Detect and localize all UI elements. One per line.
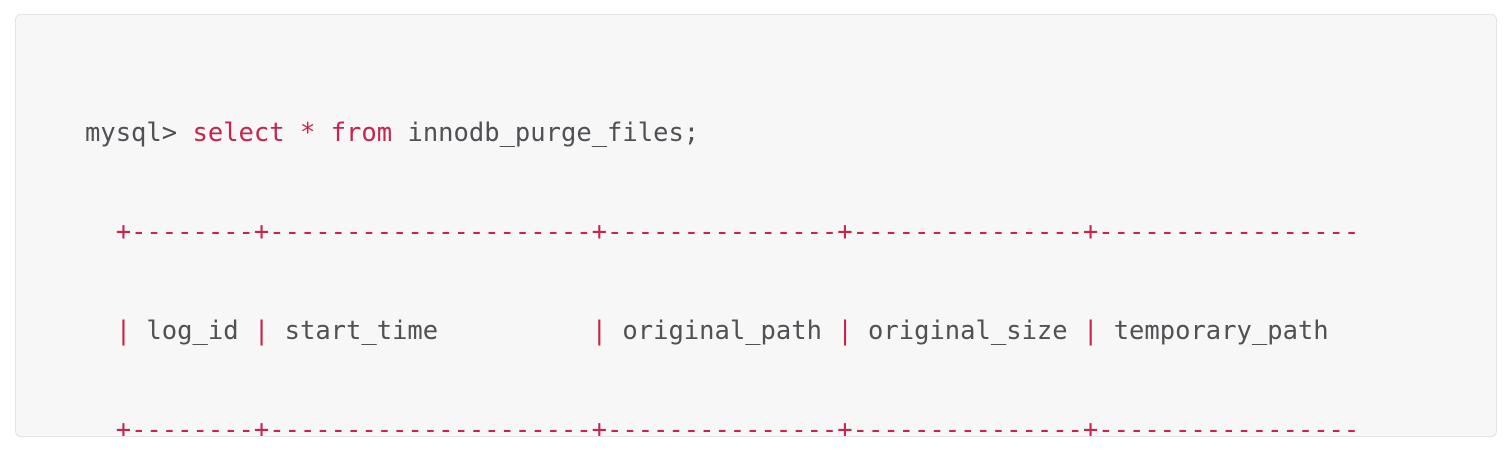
sql-table-name: innodb_purge_files; xyxy=(407,117,700,148)
header-cell-log-id: log_id xyxy=(131,315,254,346)
terminal-line-rule-mid: +--------+---------------------+--------… xyxy=(85,406,1496,437)
header-pipe-4: | xyxy=(1082,315,1099,346)
terminal-line-header: | log_id | start_time | original_path | … xyxy=(85,307,1496,357)
space xyxy=(285,118,300,148)
header-pipe-0: | xyxy=(115,315,132,346)
code-block-scroll-area[interactable]: mysql> select * from innodb_purge_files;… xyxy=(16,15,1496,437)
mysql-prompt: mysql> xyxy=(85,117,178,148)
terminal-output: mysql> select * from innodb_purge_files;… xyxy=(16,15,1496,437)
header-pipe-1: | xyxy=(253,315,270,346)
sql-keyword-from: from xyxy=(330,117,393,148)
terminal-line-rule-top: +--------+---------------------+--------… xyxy=(85,208,1496,258)
header-cell-temporary-path: temporary_path xyxy=(1098,315,1360,346)
code-block: mysql> select * from innodb_purge_files;… xyxy=(15,14,1497,437)
table-rule-mid: +--------+---------------------+--------… xyxy=(115,414,1360,437)
sql-keyword-select: select xyxy=(192,117,285,148)
header-cell-original-size: original_size xyxy=(852,315,1083,346)
header-cell-original-path: original_path xyxy=(607,315,838,346)
header-cell-start-time: start_time xyxy=(269,315,592,346)
header-pipe-2: | xyxy=(591,315,608,346)
sql-star: * xyxy=(299,117,316,148)
table-rule-top: +--------+---------------------+--------… xyxy=(115,216,1360,247)
terminal-line-command: mysql> select * from innodb_purge_files; xyxy=(85,109,1496,159)
header-pipe-3: | xyxy=(837,315,853,346)
space xyxy=(392,118,407,148)
space xyxy=(315,118,330,148)
space xyxy=(177,118,192,148)
